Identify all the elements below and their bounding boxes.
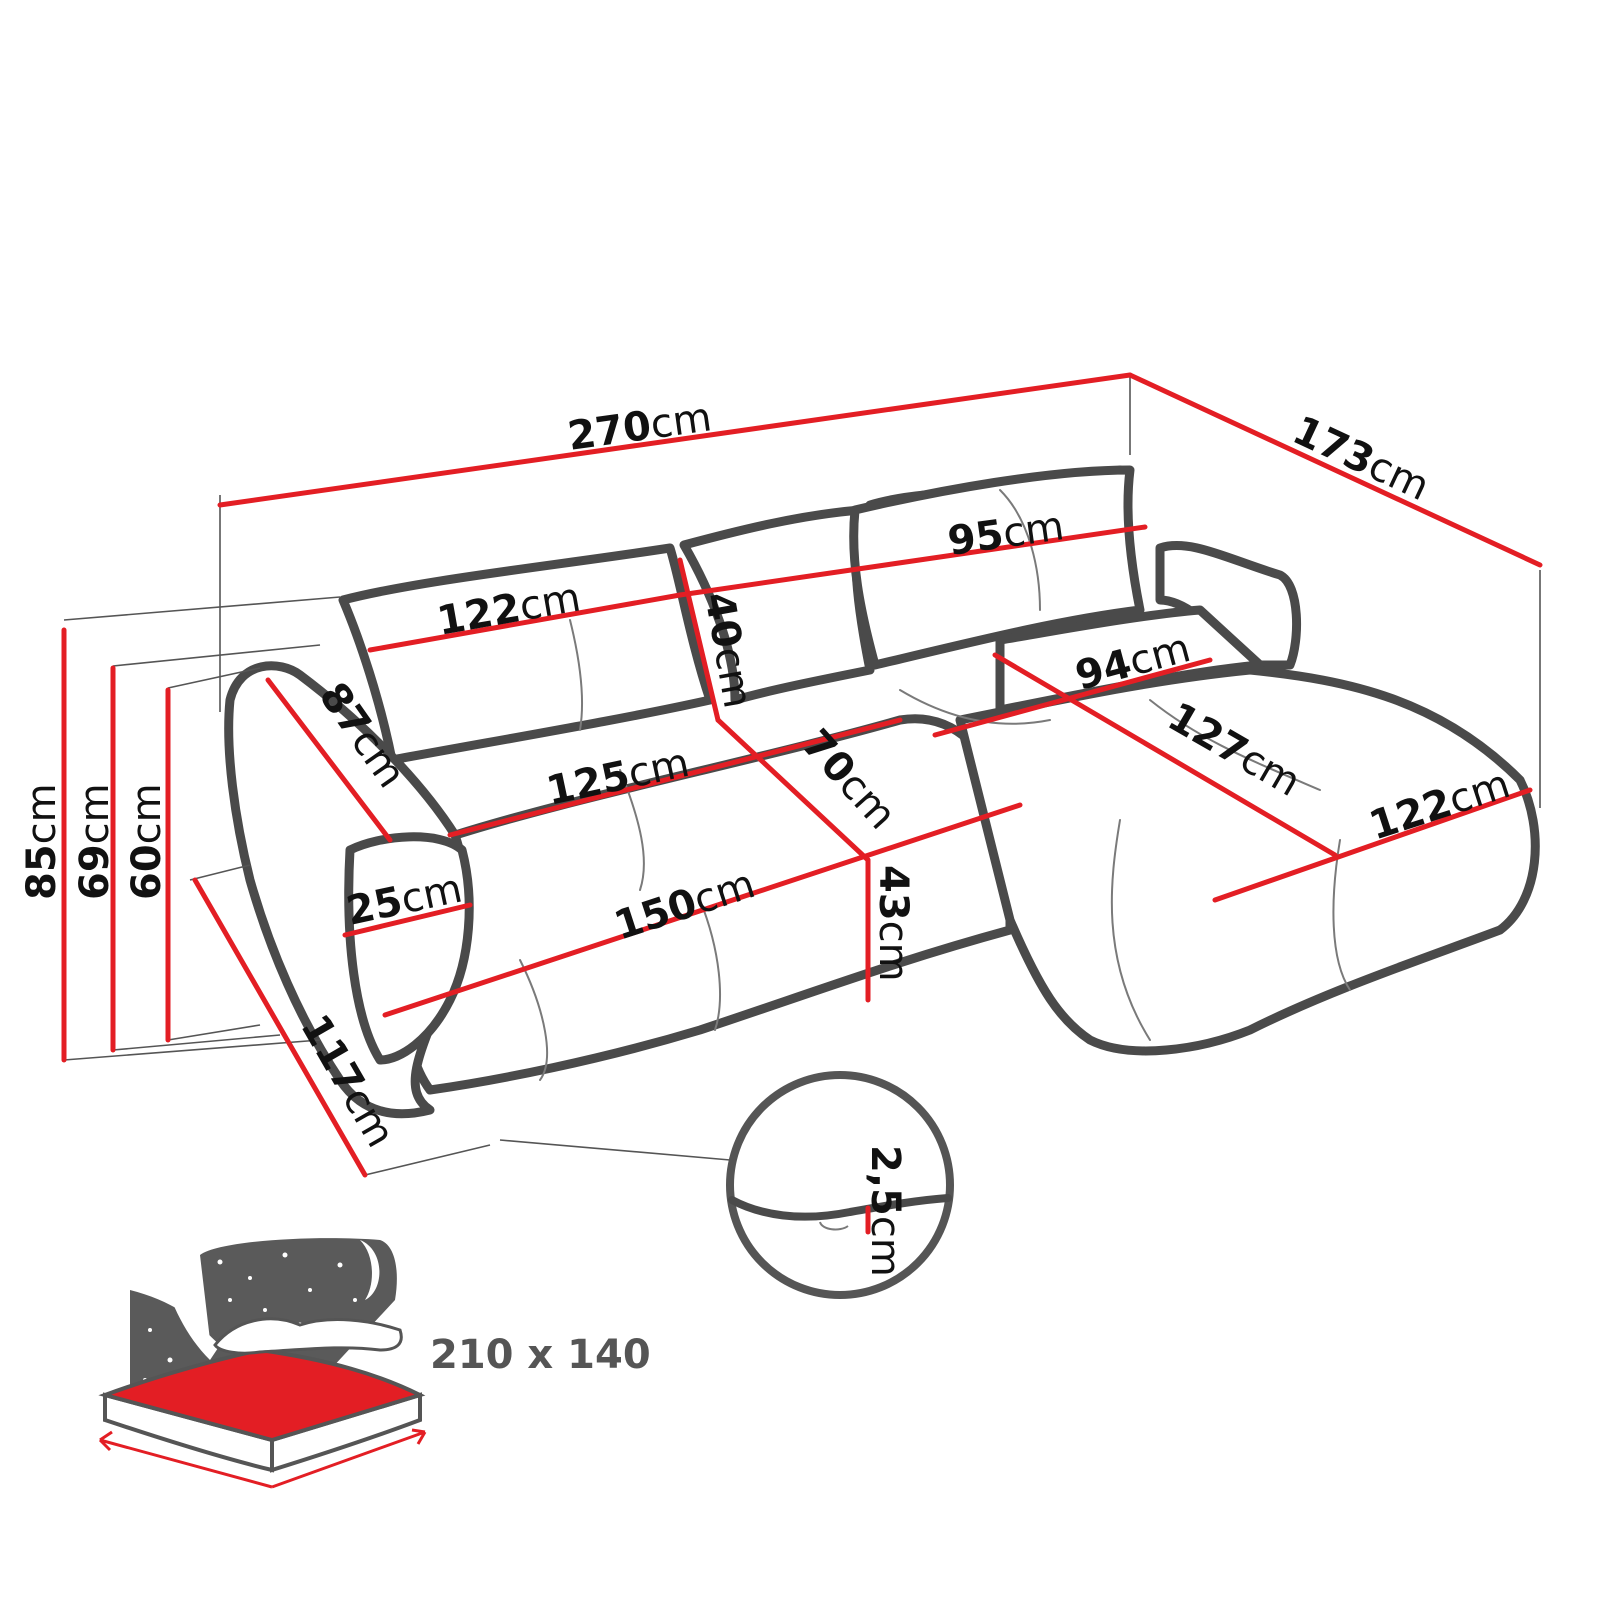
seam <box>569 619 583 731</box>
label-60: 60cm <box>124 783 170 900</box>
dim-line-173 <box>1127 372 1543 568</box>
dim-line-117 <box>192 877 368 1178</box>
dim-line-94 <box>932 657 1213 738</box>
label-173: 173cm <box>1286 407 1436 510</box>
moon-icon <box>360 1240 380 1300</box>
leg-cushion-edge <box>728 1194 952 1221</box>
seam <box>999 489 1041 611</box>
bed-pillow-icon <box>213 1317 403 1355</box>
seam <box>699 899 721 1031</box>
left-armrest-face <box>344 832 474 1065</box>
dim-line-150 <box>382 802 1023 1018</box>
dimension-labels: 270cm 173cm 85cm 69cm 60cm 117cm 87cm 25… <box>19 394 1515 1155</box>
label-95: 95cm <box>945 503 1067 565</box>
dim-line-125 <box>447 717 903 838</box>
bed-length-arrow <box>271 1428 427 1489</box>
leg-detail: 2,5cm <box>726 1071 954 1299</box>
dim-line-40 <box>677 557 721 723</box>
seam <box>1110 819 1151 1041</box>
label-43: 43cm <box>870 865 916 982</box>
pillow-right <box>849 465 1145 670</box>
bed-base-side <box>270 1392 422 1473</box>
night-sky-curve <box>155 1238 220 1360</box>
label-40: 40cm <box>695 589 761 712</box>
seam <box>1332 839 1351 991</box>
label-2-5: 2,5cm <box>862 1145 908 1277</box>
chaise-seat <box>955 665 1540 1056</box>
dim-line-87 <box>265 677 393 843</box>
seam <box>1149 699 1321 791</box>
dim-line-122-chaise <box>1212 787 1533 903</box>
dim-line-25 <box>342 902 473 938</box>
sofa-drawing <box>224 465 1540 1119</box>
label-69: 69cm <box>72 783 118 900</box>
seam <box>519 959 549 1081</box>
pillow-middle <box>679 505 875 705</box>
zoom-circle <box>726 1071 954 1299</box>
bed-size-label: 210 x 140 <box>430 1332 651 1378</box>
dim-line-95 <box>677 524 1148 598</box>
bed-width-arrow <box>98 1430 273 1489</box>
label-270: 270cm <box>565 394 714 460</box>
dim-line-127 <box>992 652 1338 858</box>
leg <box>819 1221 849 1231</box>
dim-line-70 <box>715 717 871 863</box>
bed-function-icon: 210 x 140 <box>98 1238 651 1489</box>
pillow-left <box>338 543 715 765</box>
dim-line-122-pillow <box>367 592 683 653</box>
dimension-lines <box>61 372 1543 1178</box>
label-85: 85cm <box>19 783 65 900</box>
seam <box>619 769 645 891</box>
dim-line-270 <box>217 372 1133 508</box>
extension-lines <box>63 375 1541 1176</box>
seam <box>899 689 1051 725</box>
